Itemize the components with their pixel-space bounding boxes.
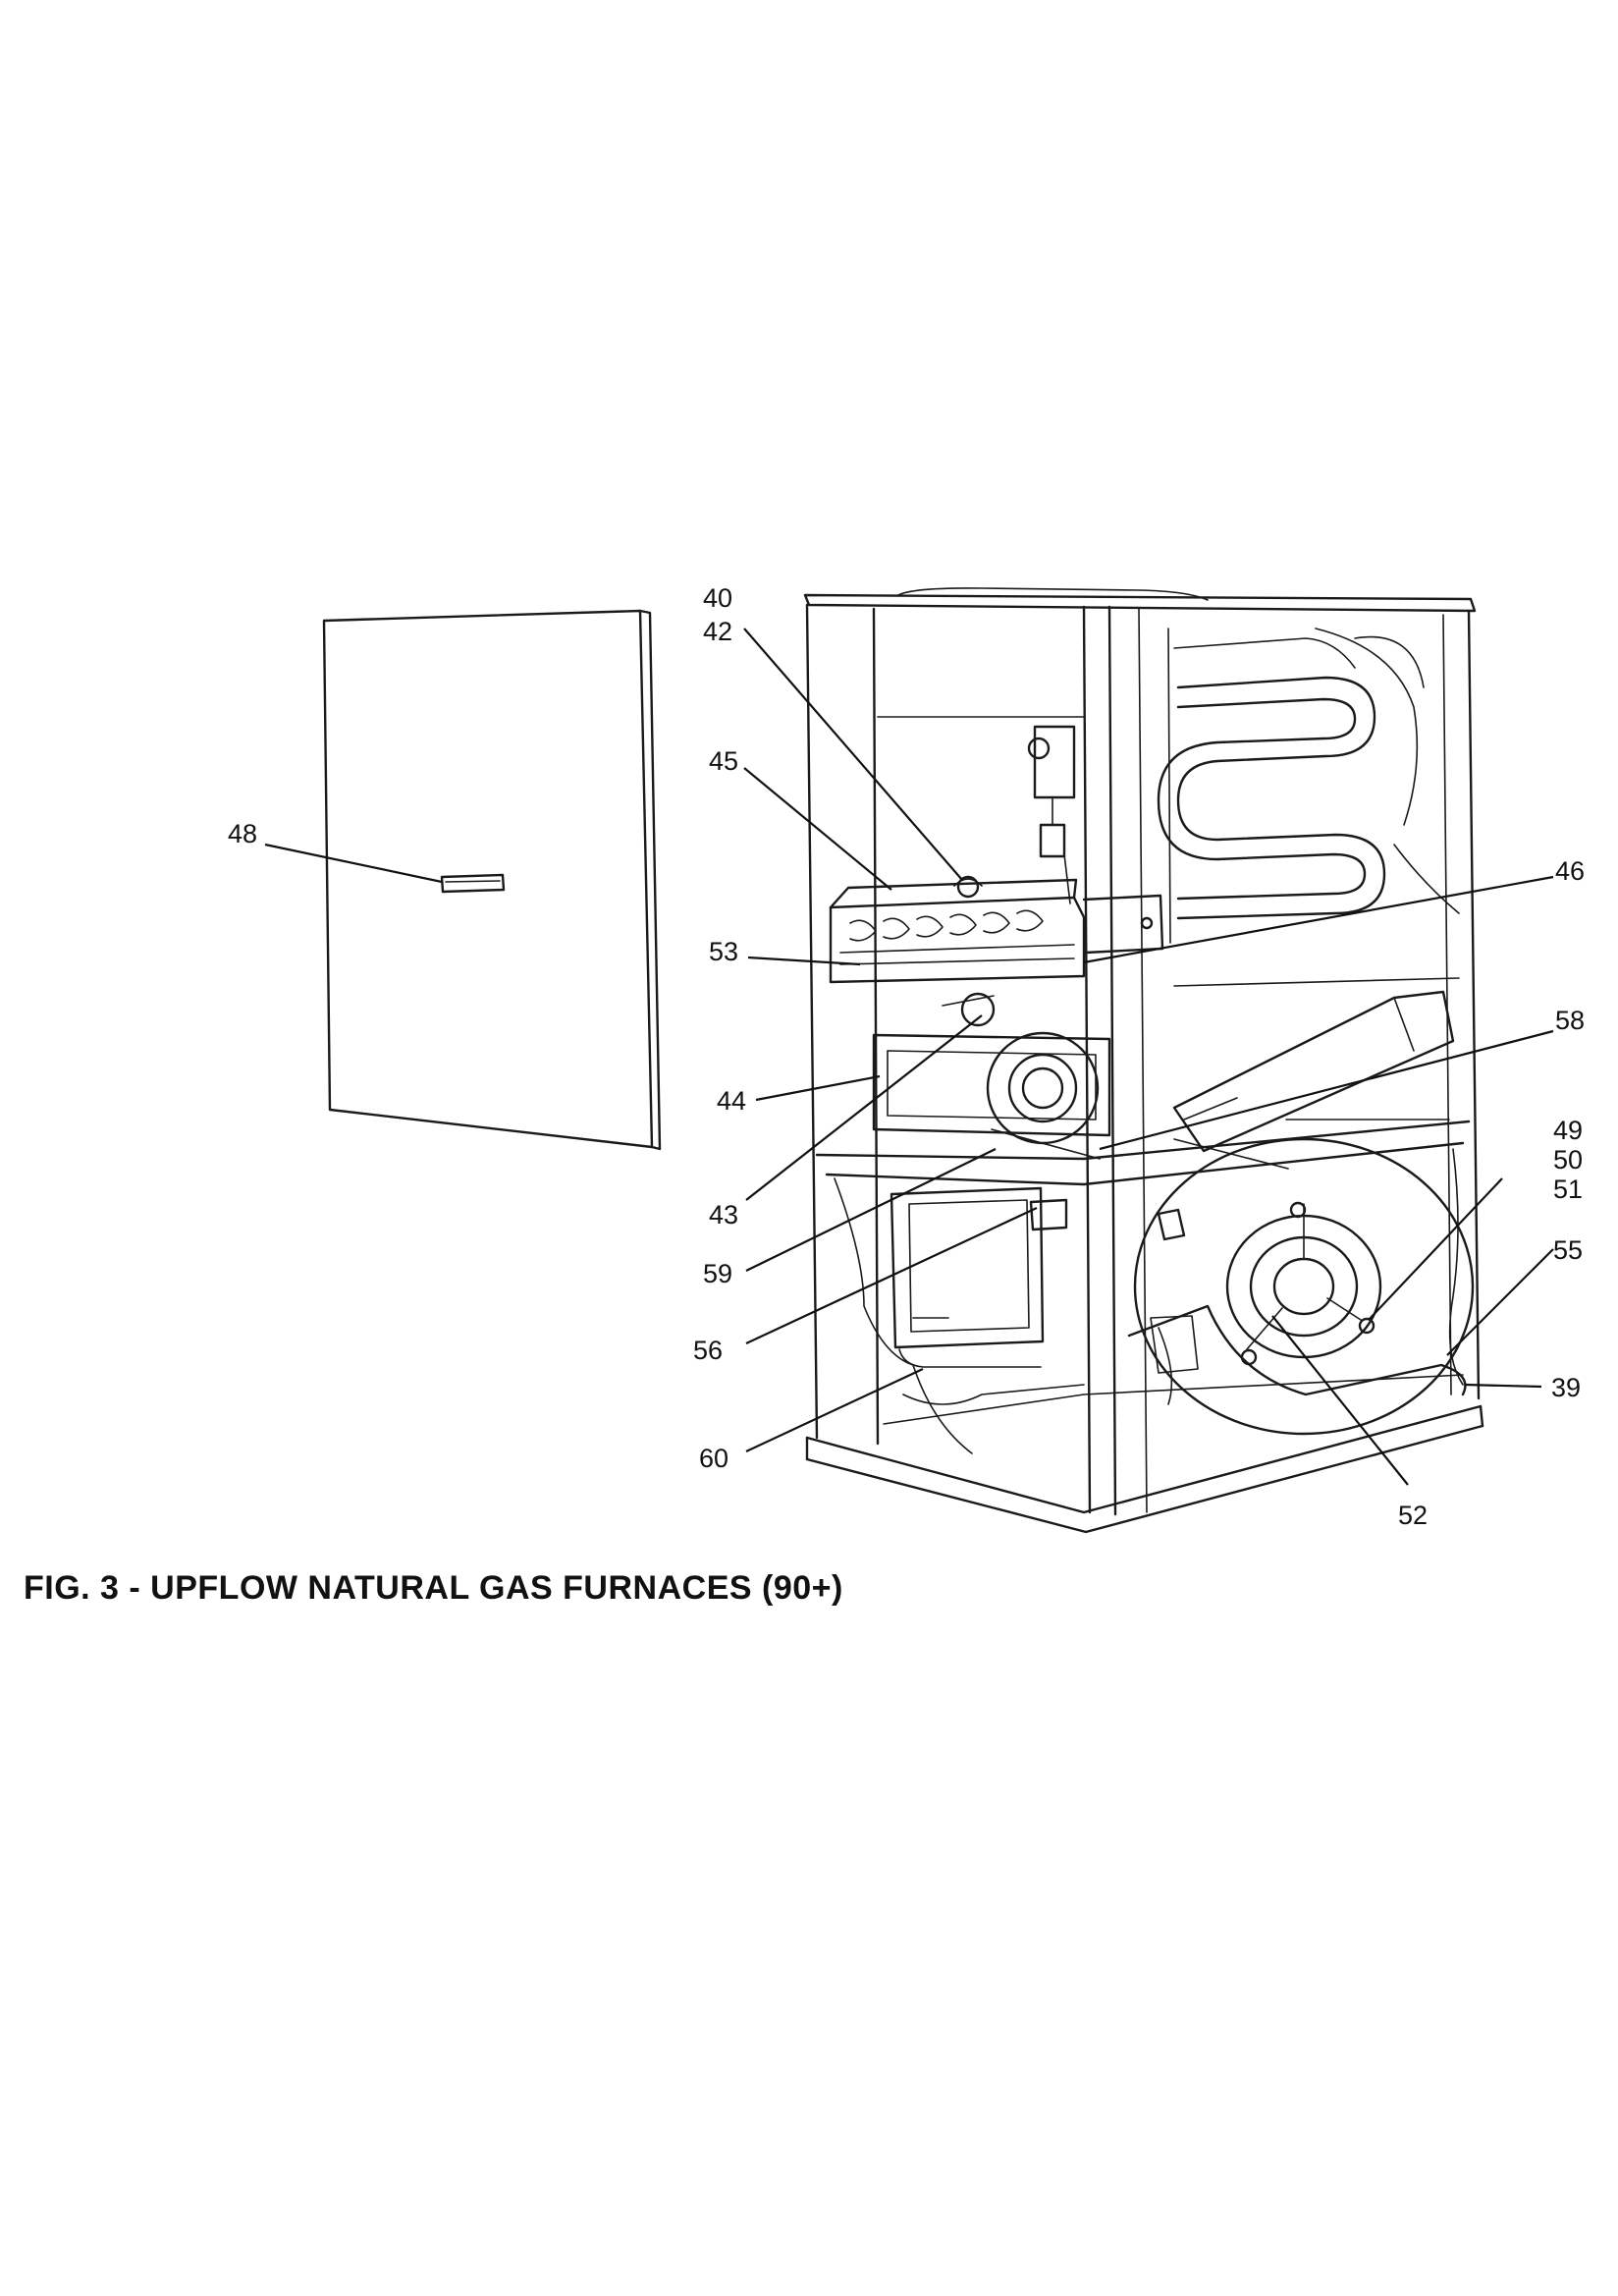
callout-42: 42 [703, 617, 732, 646]
callout-39: 39 [1551, 1373, 1581, 1402]
door-panel [322, 609, 662, 1151]
callout-53: 53 [709, 937, 738, 966]
callout-45: 45 [709, 746, 738, 776]
callout-55: 55 [1553, 1235, 1583, 1265]
callout-58: 58 [1555, 1006, 1585, 1035]
heat-exchanger [1157, 628, 1460, 944]
control-box [890, 1186, 1068, 1368]
callout-56: 56 [693, 1336, 723, 1365]
gas-valve [1027, 725, 1076, 904]
callout-44: 44 [717, 1086, 746, 1116]
figure-caption: FIG. 3 - UPFLOW NATURAL GAS FURNACES (90… [24, 1569, 843, 1607]
callout-49: 49 [1553, 1116, 1583, 1145]
callout-51: 51 [1553, 1175, 1583, 1204]
callout-59: 59 [703, 1259, 732, 1288]
leader-lines [264, 628, 1554, 1486]
callout-48: 48 [228, 819, 257, 848]
cabinet-frame [803, 587, 1484, 1534]
wiring-harness [834, 1148, 1464, 1454]
support-rod [1173, 977, 1460, 987]
vent-pipe [1172, 990, 1455, 1170]
blower-assembly [1127, 1137, 1475, 1436]
inducer-assembly [872, 1031, 1111, 1160]
callout-43: 43 [709, 1200, 738, 1230]
burner-assembly [829, 875, 1164, 984]
callout-40: 40 [703, 583, 732, 613]
callout-52: 52 [1398, 1501, 1428, 1530]
callout-46: 46 [1555, 856, 1585, 886]
ignitor [942, 992, 996, 1027]
callout-50: 50 [1553, 1145, 1583, 1175]
callout-labels: 40 42 45 48 46 53 58 44 49 50 51 43 55 5… [228, 583, 1585, 1530]
callout-60: 60 [699, 1444, 728, 1473]
